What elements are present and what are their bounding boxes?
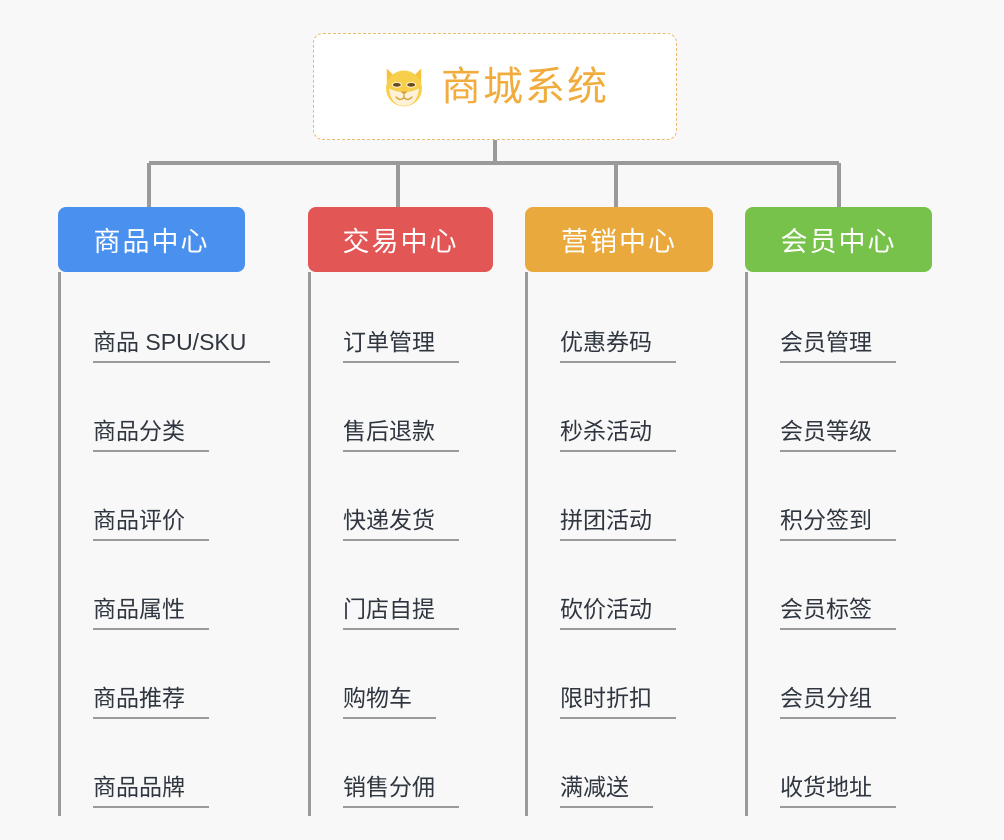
list-item[interactable]: 商品分类 (61, 371, 245, 460)
leaf-label: 订单管理 (343, 329, 459, 363)
list-item[interactable]: 商品属性 (61, 549, 245, 638)
list-item[interactable]: 购物车 (311, 638, 493, 727)
branch-header-3[interactable]: 会员中心 (745, 207, 932, 272)
list-item[interactable]: 销售分佣 (311, 727, 493, 816)
leaf-label: 商品属性 (93, 596, 209, 630)
leaf-label: 限时折扣 (560, 685, 676, 719)
list-item[interactable]: 会员等级 (748, 371, 932, 460)
list-item[interactable]: 商品评价 (61, 460, 245, 549)
list-item[interactable]: 会员管理 (748, 282, 932, 371)
leaf-label: 会员标签 (780, 596, 896, 630)
leaf-label: 商品评价 (93, 507, 209, 541)
leaf-label: 积分签到 (780, 507, 896, 541)
branch-column-1: 交易中心 订单管理 售后退款 快递发货 门店自提 购物车 销售分佣 (308, 207, 493, 816)
dog-face-icon (386, 67, 422, 106)
list-item[interactable]: 满减送 (528, 727, 713, 816)
leaf-label: 砍价活动 (560, 596, 676, 630)
branch-header-label-3: 会员中心 (780, 227, 897, 257)
branch-column-0: 商品中心 商品 SPU/SKU 商品分类 商品评价 商品属性 商品推荐 商品品牌 (58, 207, 271, 816)
list-item[interactable]: 秒杀活动 (528, 371, 713, 460)
leaf-label: 商品 SPU/SKU (93, 329, 271, 363)
leaf-label: 会员管理 (780, 329, 896, 363)
leaf-label: 快递发货 (343, 507, 459, 541)
leaf-label: 销售分佣 (343, 774, 459, 808)
list-item[interactable]: 快递发货 (311, 460, 493, 549)
leaf-label: 秒杀活动 (560, 418, 676, 452)
list-item[interactable]: 订单管理 (311, 282, 493, 371)
leaf-label: 收货地址 (780, 774, 896, 808)
leaf-label: 满减送 (560, 774, 653, 808)
list-item[interactable]: 商品 SPU/SKU (61, 282, 271, 371)
leaf-label: 门店自提 (343, 596, 459, 630)
branch-items-2: 优惠券码 秒杀活动 拼团活动 砍价活动 限时折扣 满减送 (525, 272, 713, 816)
list-item[interactable]: 拼团活动 (528, 460, 713, 549)
branch-items-1: 订单管理 售后退款 快递发货 门店自提 购物车 销售分佣 (308, 272, 493, 816)
leaf-label: 拼团活动 (560, 507, 676, 541)
branch-column-2: 营销中心 优惠券码 秒杀活动 拼团活动 砍价活动 限时折扣 满减送 (525, 207, 713, 816)
list-item[interactable]: 商品推荐 (61, 638, 245, 727)
leaf-label: 购物车 (343, 685, 436, 719)
leaf-label: 商品分类 (93, 418, 209, 452)
list-item[interactable]: 收货地址 (748, 727, 932, 816)
branch-items-3: 会员管理 会员等级 积分签到 会员标签 会员分组 收货地址 (745, 272, 932, 816)
leaf-label: 售后退款 (343, 418, 459, 452)
branch-header-1[interactable]: 交易中心 (308, 207, 493, 272)
branch-header-label-0: 商品中心 (93, 227, 210, 257)
list-item[interactable]: 砍价活动 (528, 549, 713, 638)
leaf-label: 优惠券码 (560, 329, 676, 363)
leaf-label: 会员等级 (780, 418, 896, 452)
branch-header-label-2: 营销中心 (561, 227, 677, 257)
list-item[interactable]: 限时折扣 (528, 638, 713, 727)
branch-header-label-1: 交易中心 (342, 227, 459, 257)
branch-items-0: 商品 SPU/SKU 商品分类 商品评价 商品属性 商品推荐 商品品牌 (58, 272, 271, 816)
list-item[interactable]: 积分签到 (748, 460, 932, 549)
branch-header-2[interactable]: 营销中心 (525, 207, 713, 272)
list-item[interactable]: 优惠券码 (528, 282, 713, 371)
leaf-label: 会员分组 (780, 685, 896, 719)
branch-column-3: 会员中心 会员管理 会员等级 积分签到 会员标签 会员分组 收货地址 (745, 207, 932, 816)
leaf-label: 商品推荐 (93, 685, 209, 719)
list-item[interactable]: 售后退款 (311, 371, 493, 460)
list-item[interactable]: 会员分组 (748, 638, 932, 727)
leaf-label: 商品品牌 (93, 774, 209, 808)
list-item[interactable]: 门店自提 (311, 549, 493, 638)
root-title: 商城系统 (441, 64, 609, 109)
list-item[interactable]: 会员标签 (748, 549, 932, 638)
branch-header-0[interactable]: 商品中心 (58, 207, 245, 272)
list-item[interactable]: 商品品牌 (61, 727, 245, 816)
root-node[interactable]: 商城系统 (313, 33, 677, 140)
